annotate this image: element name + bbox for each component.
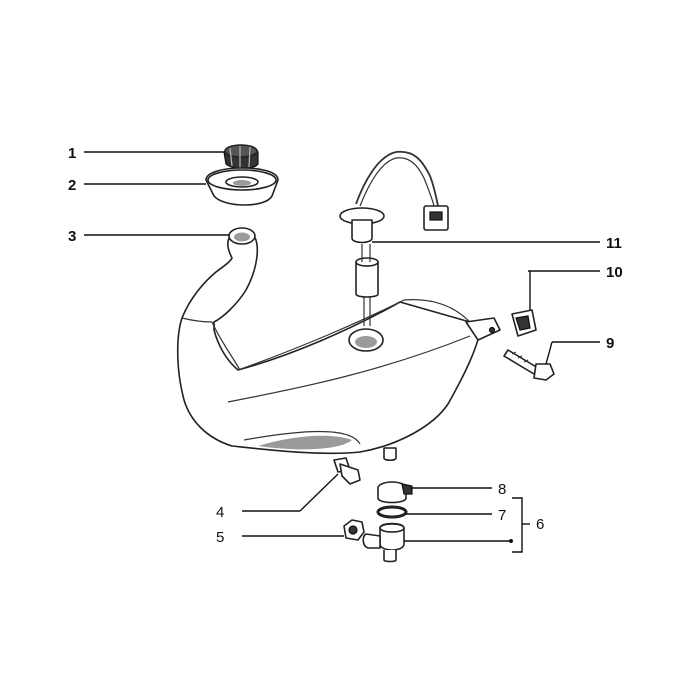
fuel-cap [223,144,259,170]
hose-clamp [377,481,413,504]
filler-collar [205,167,279,206]
mount-bolt [503,349,555,381]
callout-label-4: 4 [216,504,224,521]
bottom-bolt [333,457,361,485]
callout-label-10: 10 [606,264,623,281]
callout-label-6: 6 [536,516,544,533]
callout-label-2: 2 [68,177,76,194]
callout-label-8: 8 [498,481,506,498]
callout-label-5: 5 [216,529,224,546]
callout-label-9: 9 [606,335,614,352]
spring-clip [511,309,537,337]
hex-nut [343,519,365,541]
callout-label-7: 7 [498,507,506,524]
o-ring [376,505,408,519]
callout-label-11: 11 [606,235,622,252]
tank-body [176,227,501,462]
callout-label-3: 3 [68,228,76,245]
leader-lines [84,151,600,553]
level-sender [339,150,449,326]
callout-label-1: 1 [68,145,76,162]
callout-labels: 1 2 3 4 5 6 7 8 9 10 11 [68,145,623,546]
outlet-tap [362,522,405,563]
